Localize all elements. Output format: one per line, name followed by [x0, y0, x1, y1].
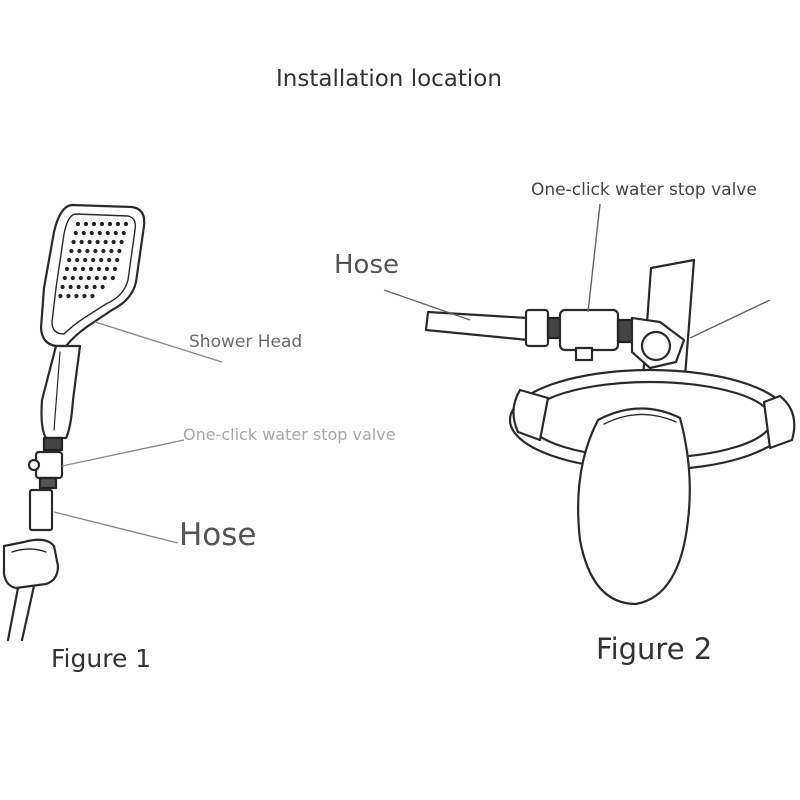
nozzle-dot — [107, 257, 112, 263]
nozzle-dot — [94, 275, 99, 281]
shower-head — [39, 203, 146, 348]
nozzle-dot — [115, 257, 120, 263]
nozzle-dot — [91, 257, 96, 263]
nozzle-dot — [70, 275, 75, 281]
nozzle-dot — [102, 275, 107, 281]
nozzle-dot — [77, 248, 82, 254]
nozzle-dot — [75, 221, 81, 227]
nozzle-dot — [111, 239, 116, 245]
nozzle-dot — [72, 266, 78, 272]
nozzle-dot — [96, 266, 102, 272]
nozzle-dot — [83, 257, 88, 263]
figure1-leaders — [53, 321, 223, 544]
nozzle-dot — [79, 239, 84, 245]
nozzle-dot — [84, 284, 89, 290]
nozzle-dot — [62, 275, 67, 281]
nozzle-dot — [107, 221, 113, 227]
nozzle-dot — [80, 266, 86, 272]
figure2-valve-label: One-click water stop valve — [531, 180, 757, 200]
figure1-caption: Figure 1 — [51, 644, 152, 673]
figure2-illustration — [424, 258, 796, 606]
nozzle-dot — [87, 239, 92, 245]
figure1-illustration — [2, 203, 146, 642]
figure2-valve — [558, 308, 620, 352]
shower-holder — [2, 538, 60, 590]
nozzle-dot — [93, 248, 98, 254]
nozzle-dot — [58, 293, 63, 299]
nozzle-dot — [75, 257, 80, 263]
figure1-hose-nut — [28, 488, 54, 532]
figure1-valve-label: One-click water stop valve — [183, 425, 396, 444]
nozzle-dot — [90, 293, 95, 299]
shower-handle — [40, 344, 82, 440]
nozzle-dot — [69, 248, 74, 254]
nozzle-dot — [100, 284, 105, 290]
nozzle-dot — [104, 266, 110, 272]
nozzle-dot — [105, 230, 110, 236]
nozzle-dot — [115, 221, 121, 227]
figure2-leaders — [383, 203, 771, 339]
nozzle-dot — [99, 257, 104, 263]
nozzle-dot — [73, 230, 78, 236]
nozzle-dot — [97, 230, 102, 236]
nozzle-dot — [66, 293, 71, 299]
nozzle-dot — [92, 284, 97, 290]
nozzle-dot — [86, 275, 91, 281]
nozzle-dot — [76, 284, 81, 290]
nozzle-dot — [82, 293, 87, 299]
nozzle-dot — [68, 284, 73, 290]
nozzle-dot — [64, 266, 70, 272]
nozzle-dot — [113, 230, 118, 236]
nozzle-dot — [109, 248, 114, 254]
nozzle-dot — [85, 248, 90, 254]
nozzle-dot — [99, 221, 105, 227]
nozzle-dot — [121, 230, 126, 236]
nozzle-dot — [123, 221, 129, 227]
nozzle-dot — [78, 275, 83, 281]
shower-head-nozzles — [58, 221, 129, 299]
nozzle-dot — [119, 239, 124, 245]
nozzle-dot — [74, 293, 79, 299]
figure1-hose-label: Hose — [179, 517, 257, 553]
nozzle-dot — [117, 248, 122, 254]
page-title: Installation location — [276, 66, 502, 92]
handle-connector — [42, 436, 64, 452]
figure2-caption: Figure 2 — [596, 632, 713, 666]
mixer-body — [577, 407, 691, 606]
nozzle-dot — [101, 248, 106, 254]
shower-head-label: Shower Head — [189, 332, 303, 352]
nozzle-dot — [112, 266, 118, 272]
nozzle-dot — [81, 230, 86, 236]
figure2-hose-nut — [524, 308, 550, 348]
nozzle-dot — [83, 221, 89, 227]
nozzle-dot — [71, 239, 76, 245]
nozzle-dot — [95, 239, 100, 245]
nozzle-dot — [103, 239, 108, 245]
nozzle-dot — [60, 284, 65, 290]
nozzle-dot — [67, 257, 72, 263]
nozzle-dot — [89, 230, 94, 236]
nozzle-dot — [91, 221, 97, 227]
figure2-hose — [424, 310, 530, 342]
nozzle-dot — [88, 266, 94, 272]
nozzle-dot — [110, 275, 115, 281]
figure2-hose-label: Hose — [334, 250, 399, 280]
